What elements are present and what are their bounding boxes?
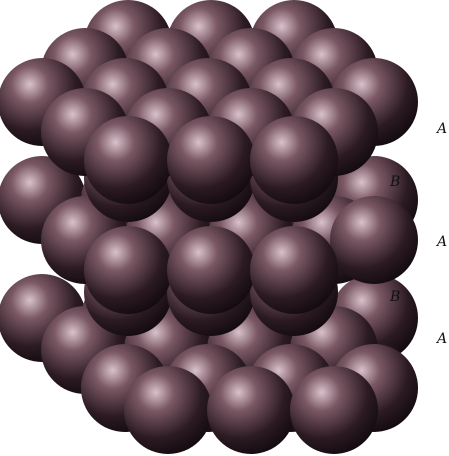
atom-spheres [0, 0, 418, 454]
atom-sphere [290, 366, 378, 454]
layer-label-a-middle: A [435, 234, 447, 250]
layer-labels: A B A B A [389, 121, 447, 347]
atom-sphere [84, 116, 172, 204]
atom-sphere [84, 226, 172, 314]
layer-label-a-top: A [435, 121, 447, 137]
atom-sphere [167, 226, 255, 314]
layer-label-a-bottom: A [435, 331, 447, 347]
layer-label-b-upper: B [389, 174, 400, 190]
atom-sphere [250, 226, 338, 314]
atom-sphere [250, 116, 338, 204]
atom-sphere [207, 366, 295, 454]
layer-label-b-lower: B [389, 289, 400, 305]
atom-sphere [330, 196, 418, 284]
atom-sphere [167, 116, 255, 204]
atom-sphere [124, 366, 212, 454]
